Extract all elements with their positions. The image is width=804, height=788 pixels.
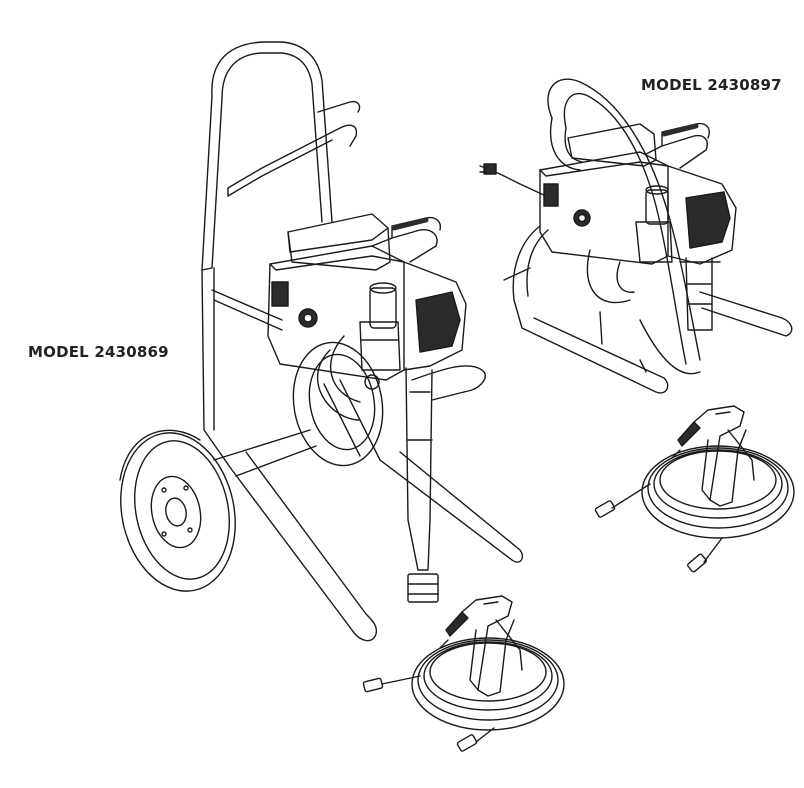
stand-frame (504, 226, 792, 393)
cart-handle (202, 42, 360, 270)
cart-rear-wheel (284, 335, 392, 472)
hose-gun-kit-right (595, 406, 794, 573)
cart-switch-icon (272, 282, 288, 306)
hose-gun-kit-bottom (363, 596, 564, 752)
model-2430897-label: MODEL 2430897 (641, 76, 782, 94)
stand-sprayer-2430897 (480, 79, 792, 393)
spray-gun-bottom (440, 596, 522, 696)
stand-motor-housing (540, 124, 736, 330)
power-plug-icon (484, 164, 496, 174)
model-2430869-label: MODEL 2430869 (28, 343, 169, 361)
stand-power-cord (480, 164, 546, 196)
stand-hose-loop (548, 79, 700, 374)
cart-motor-housing (268, 214, 485, 602)
cart-sprayer-2430869 (107, 42, 523, 641)
cart-frame (202, 268, 522, 641)
spray-gun-right (672, 406, 754, 506)
cart-wheel (107, 422, 250, 602)
